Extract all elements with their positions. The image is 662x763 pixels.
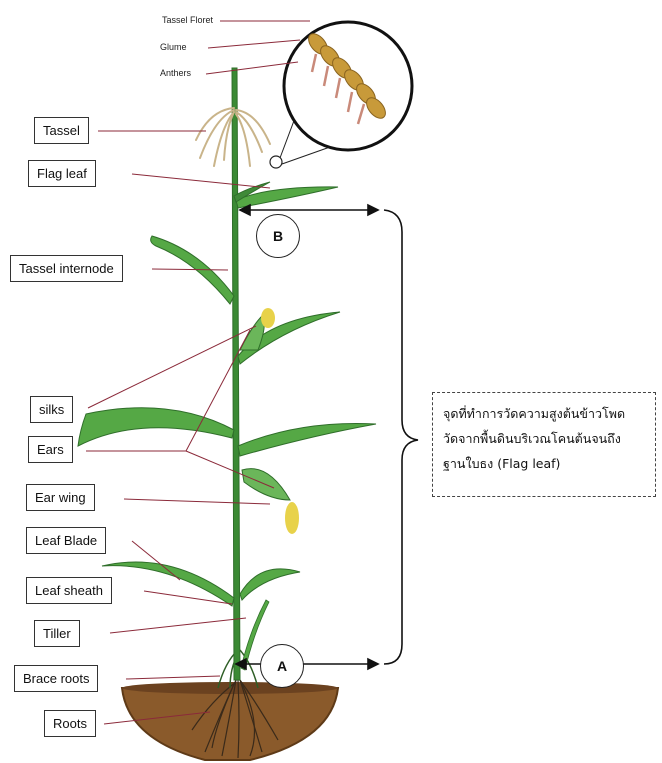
label-glume: Glume	[160, 42, 187, 52]
label-roots: Roots	[44, 710, 96, 737]
zoom-circle	[284, 22, 412, 150]
label-tassel: Tassel	[34, 117, 89, 144]
note-line-3: ฐานใบธง (Flag leaf)	[443, 451, 645, 476]
label-tassel-floret: Tassel Floret	[162, 15, 213, 25]
label-flag-leaf: Flag leaf	[28, 160, 96, 187]
leader-lines	[86, 21, 310, 724]
leaves	[78, 182, 376, 606]
marker-b: B	[256, 214, 300, 258]
soil-pot	[122, 688, 338, 760]
label-tassel-internode: Tassel internode	[10, 255, 123, 282]
marker-a: A	[260, 644, 304, 688]
label-anthers: Anthers	[160, 68, 191, 78]
stem	[232, 68, 240, 680]
measure-bracket	[384, 210, 418, 664]
measurement-note: จุดที่ทำการวัดความสูงต้นข้าวโพด วัดจากพื…	[432, 392, 656, 497]
note-line-1: จุดที่ทำการวัดความสูงต้นข้าวโพด	[443, 401, 645, 426]
label-ear-wing: Ear wing	[26, 484, 95, 511]
label-silks: silks	[30, 396, 73, 423]
label-tiller: Tiller	[34, 620, 80, 647]
label-ears: Ears	[28, 436, 73, 463]
label-leaf-sheath: Leaf sheath	[26, 577, 112, 604]
label-brace-roots: Brace roots	[14, 665, 98, 692]
note-line-2: วัดจากพื้นดินบริเวณโคนต้นจนถึง	[443, 426, 645, 451]
label-leaf-blade: Leaf Blade	[26, 527, 106, 554]
